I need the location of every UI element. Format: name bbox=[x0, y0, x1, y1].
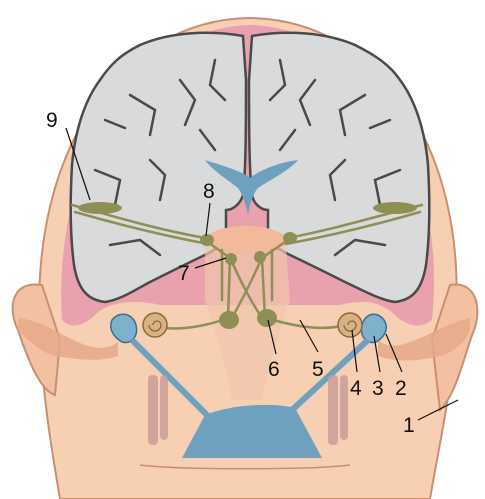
label-5: 5 bbox=[312, 358, 324, 381]
right-cochlea bbox=[338, 313, 362, 337]
label-1: 1 bbox=[403, 414, 415, 437]
left-cochlea bbox=[143, 313, 167, 337]
label-6: 6 bbox=[268, 358, 280, 381]
label-4: 4 bbox=[350, 377, 362, 400]
label-7: 7 bbox=[178, 262, 190, 285]
label-8: 8 bbox=[203, 180, 215, 203]
label-3: 3 bbox=[372, 377, 384, 400]
label-2: 2 bbox=[395, 377, 407, 400]
label-9: 9 bbox=[46, 109, 58, 132]
